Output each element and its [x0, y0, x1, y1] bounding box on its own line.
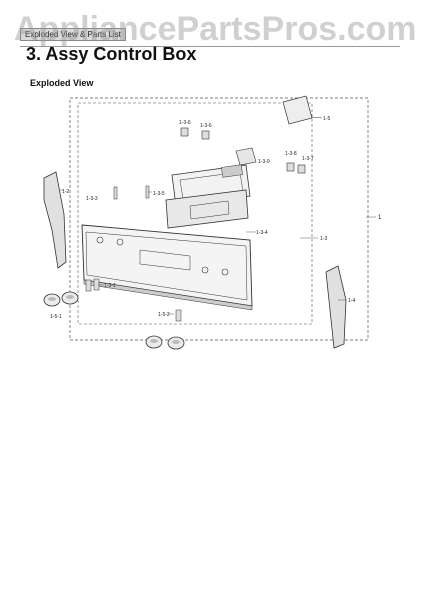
label-1-3-6-a: 1-3-6	[179, 120, 191, 126]
header-text: Exploded View & Parts List	[20, 28, 126, 41]
label-1-3-4: 1-3-4	[256, 230, 268, 236]
label-1-3-6-b: 1-3-6	[200, 123, 212, 129]
inner-dashed-frame	[77, 102, 313, 325]
label-1-3-9: 1-3-9	[258, 159, 270, 165]
section-title: 3. Assy Control Box	[26, 44, 197, 64]
page-header: Exploded View & Parts List	[20, 24, 400, 47]
label-1-3: 1-3	[320, 236, 327, 242]
label-1: 1	[378, 215, 382, 221]
label-1-3-8: 1-3-8	[285, 151, 297, 157]
label-1-4: 1-4	[348, 298, 355, 304]
part-1-4-right-bracket	[325, 265, 347, 349]
part-1-3-9-bracket	[235, 147, 257, 166]
label-1-3-5: 1-3-5	[153, 191, 165, 197]
label-1-2: 1-2	[62, 189, 69, 195]
part-1-5-plate	[282, 95, 313, 125]
watermark: AppliancePartsPros.com	[14, 10, 417, 48]
label-1-3-1: 1-3-1	[104, 283, 116, 289]
label-1-1: 1-5-1	[50, 314, 62, 320]
part-1-3-6-clips	[180, 127, 306, 174]
label-1-3-3: 1-3-3	[86, 196, 98, 202]
knob-holes	[96, 236, 229, 276]
diagram-subtitle: Exploded View	[30, 78, 94, 88]
part-1-3-1-clips	[85, 278, 182, 322]
panel-trim	[83, 279, 253, 311]
outer-dashed-frame	[69, 97, 369, 341]
part-1-3-5-spacers	[113, 185, 150, 200]
part-1-5-1-knobs	[43, 291, 185, 350]
part-1-2-left-bracket	[43, 171, 67, 269]
label-1-5: 1-5	[323, 116, 330, 122]
label-1-5-2: 1-5-2	[158, 312, 170, 318]
label-1-3-7: 1-3-7	[302, 156, 314, 162]
part-1-3-4-pcb	[165, 189, 249, 229]
